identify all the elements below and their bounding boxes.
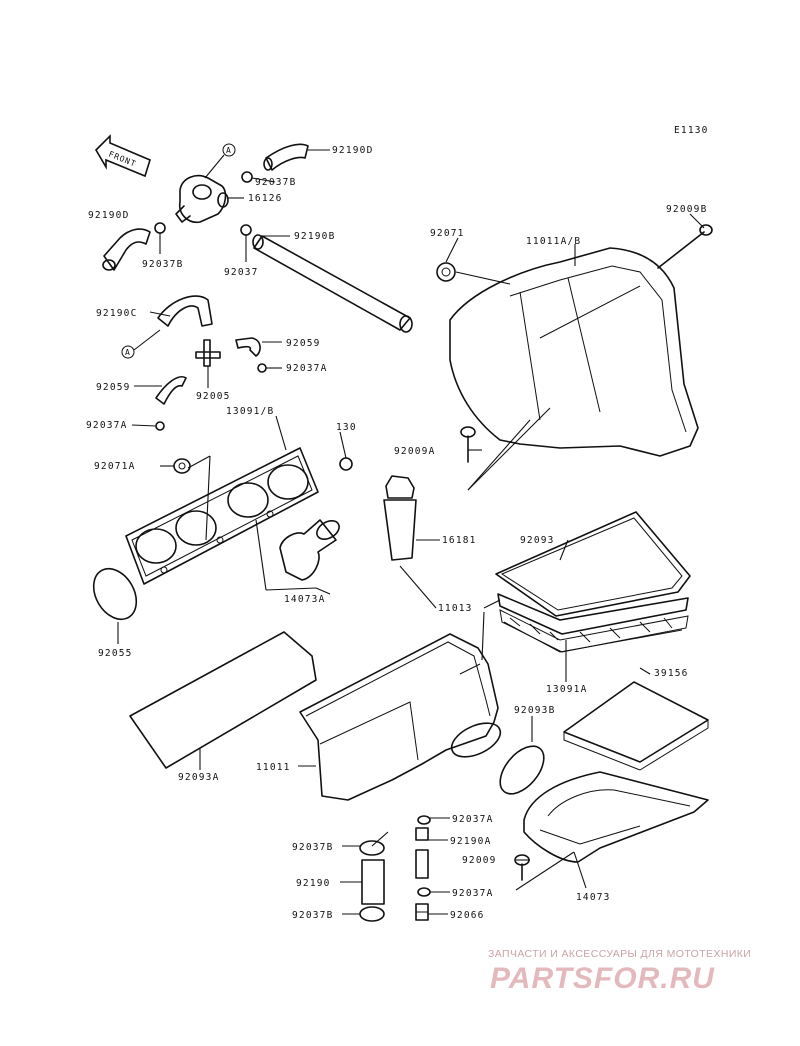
plate-13091b [125, 447, 319, 585]
label-92190: 92190 [296, 878, 331, 889]
bolt-92009a [460, 426, 476, 463]
label-11013: 11013 [438, 603, 473, 614]
label-92190b: 92190B [294, 231, 336, 242]
bolt-92009b [657, 224, 713, 269]
front-arrow-icon: FRONT [94, 134, 151, 178]
hose-92190a-part [415, 827, 429, 841]
label-92037a-left: 92037A [86, 420, 128, 431]
label-92037a-b2: 92037A [452, 888, 494, 899]
bolt-92009 [514, 854, 530, 881]
leader-lines [117, 149, 705, 915]
label-92093b: 92093B [514, 705, 556, 716]
svg-text:A: A [226, 146, 232, 155]
grommet-92071 [436, 262, 456, 282]
breather-16181 [383, 475, 417, 561]
watermark-logo: PARTSFOR.RU [490, 962, 715, 995]
diagram-code: E1130 [674, 125, 709, 136]
label-92059-left: 92059 [96, 382, 131, 393]
oring-92055 [92, 567, 138, 621]
hose-92190a [415, 849, 429, 879]
clamp-92037a-b1 [417, 815, 431, 825]
hose-end [263, 157, 273, 171]
clamp-92037a-left [155, 421, 165, 431]
funnel-14073a [279, 519, 340, 581]
label-130: 130 [336, 422, 357, 433]
label-13091a: 13091A [546, 684, 588, 695]
hose-92190c [157, 295, 213, 327]
cap-130 [339, 457, 353, 471]
label-92009a: 92009A [394, 446, 436, 457]
svg-text:A: A [125, 348, 131, 357]
label-92009: 92009 [462, 855, 497, 866]
clamp-92037 [240, 224, 252, 236]
t-fitting-92005 [195, 339, 221, 367]
clamp-92037b-left [154, 222, 166, 234]
gasket-92093a [129, 631, 317, 769]
ref-marker-a-top: A [222, 143, 236, 157]
watermark-tagline: ЗАПЧАСТИ И АКСЕССУАРЫ ДЛЯ МОТОТЕХНИКИ [488, 948, 752, 960]
label-92005: 92005 [196, 391, 231, 402]
hose-92190d-left [103, 228, 151, 271]
gasket-92093 [495, 511, 691, 617]
label-14073: 14073 [576, 892, 611, 903]
hose-92059-right [235, 337, 261, 357]
label-92190a: 92190A [450, 836, 492, 847]
tube-92190b [252, 234, 413, 333]
hose-92059-left [155, 376, 187, 405]
hose-92190d-top [265, 143, 309, 171]
label-14073a: 14073A [284, 594, 326, 605]
label-92055: 92055 [98, 648, 133, 659]
hose-92190 [361, 859, 385, 905]
clamp-92037a-right [257, 363, 267, 373]
clamp-92037b-b2 [359, 906, 385, 922]
label-16126: 16126 [248, 193, 283, 204]
oring-92093b [499, 745, 545, 795]
air-cleaner-upper-case [449, 247, 699, 457]
drain-plug-92066 [415, 903, 429, 921]
air-cleaner-lower-case [299, 633, 502, 801]
label-16181: 16181 [442, 535, 477, 546]
label-92009b: 92009B [666, 204, 708, 215]
clamp-92037b-top [241, 171, 253, 183]
label-11011: 11011 [256, 762, 291, 773]
valve-16126 [175, 174, 229, 224]
label-92190d-left: 92190D [88, 210, 130, 221]
label-92093a: 92093A [178, 772, 220, 783]
label-92190d-top: 92190D [332, 145, 374, 156]
label-92059-right: 92059 [286, 338, 321, 349]
part-labels: 92190D 92037B 16126 92190D 92037B 92037 … [86, 145, 708, 921]
label-92071a: 92071A [94, 461, 136, 472]
plate-39156 [563, 681, 709, 771]
duct-14073 [523, 771, 709, 863]
label-92037b-b1: 92037B [292, 842, 334, 853]
label-92037: 92037 [224, 267, 259, 278]
label-92093: 92093 [520, 535, 555, 546]
label-13091b: 13091/B [226, 406, 274, 417]
label-11011ab: 11011A/B [526, 236, 581, 247]
ref-marker-a-left: A [121, 345, 135, 359]
label-92071: 92071 [430, 228, 465, 239]
label-92190c: 92190C [96, 308, 138, 319]
clamp-92037a-b2 [417, 887, 431, 897]
clamp-92037b-b1 [359, 840, 385, 856]
label-92066: 92066 [450, 910, 485, 921]
label-92037b-left: 92037B [142, 259, 184, 270]
label-39156: 39156 [654, 668, 689, 679]
filter-element-11013 [497, 593, 689, 653]
label-92037b-top: 92037B [255, 177, 297, 188]
label-92037a-right: 92037A [286, 363, 328, 374]
grommet-92071a [173, 458, 191, 474]
label-92037b-b2: 92037B [292, 910, 334, 921]
label-92037a-b1: 92037A [452, 814, 494, 825]
